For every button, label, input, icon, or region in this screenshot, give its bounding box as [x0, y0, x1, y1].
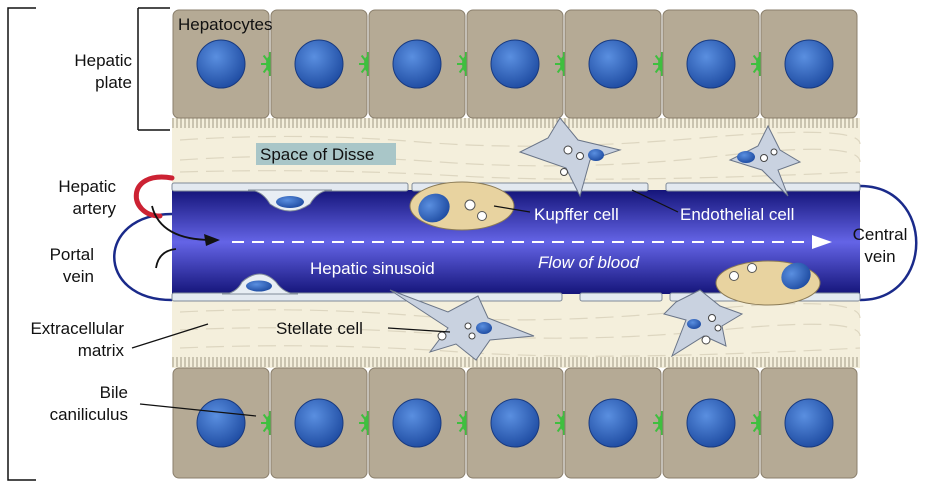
- endothelial-cell-label: Endothelial cell: [680, 205, 794, 224]
- kupffer-cell-label: Kupffer cell: [534, 205, 619, 224]
- kupffer-cell-1: [409, 181, 515, 231]
- top-hepatocyte-nucleus: [490, 39, 540, 89]
- hepatic-artery-label-2: artery: [73, 199, 117, 218]
- stellate-cell-bottom-2: [663, 289, 744, 358]
- portal-vein-label-1: Portal: [50, 245, 94, 264]
- stellate-cell-label: Stellate cell: [276, 319, 363, 338]
- stellate-cell-bottom-1: [389, 289, 535, 361]
- bottom-hepatocyte-nucleus: [784, 398, 834, 448]
- central-vein-outline: [859, 184, 918, 302]
- endothelial-nucleus-top: [276, 196, 304, 208]
- bottom-hepatocyte-nucleus: [392, 398, 442, 448]
- top-hepatocyte-nucleus: [588, 39, 638, 89]
- central-vein-label-2: vein: [864, 247, 895, 266]
- artery-inflow-arrow: [151, 205, 213, 241]
- bile-canaliculus-label-2: caniliculus: [50, 405, 128, 424]
- bottom-hepatocyte-nucleus: [196, 398, 246, 448]
- hepatocyte-row-bottom: [172, 367, 858, 479]
- top-hepatocyte-nucleus: [686, 39, 736, 89]
- extracellular-matrix-label-1: Extracellular: [30, 319, 124, 338]
- stellate-cell-top-2: [728, 124, 802, 197]
- artery-inflow-arrowhead: [204, 234, 220, 246]
- kupffer-cell-2: [715, 260, 821, 306]
- hepatic-plate-label-1: Hepatic: [74, 51, 132, 70]
- flow-arrowhead: [812, 235, 832, 249]
- hepatocytes-label: Hepatocytes: [178, 15, 273, 34]
- central-vein-label-1: Central: [853, 225, 908, 244]
- hepatic-plate-label-2: plate: [95, 73, 132, 92]
- top-hepatocyte-nucleus: [784, 39, 834, 89]
- bottom-hepatocyte-nucleus: [294, 398, 344, 448]
- bottom-hepatocyte-nucleus: [686, 398, 736, 448]
- space-of-disse-label-bg: [256, 143, 396, 165]
- stellate-cell-top-1: [518, 117, 622, 198]
- space-of-disse-label: Space of Disse: [260, 145, 374, 164]
- hepatic-artery-label-1: Hepatic: [58, 177, 116, 196]
- flow-of-blood-label: Flow of blood: [538, 253, 640, 272]
- lobule-bracket: [7, 7, 36, 481]
- bottom-hepatocyte-nucleus: [588, 398, 638, 448]
- top-hepatocyte-nucleus: [196, 39, 246, 89]
- portal-vein-label-2: vein: [63, 267, 94, 286]
- top-hepatocyte-nucleus: [392, 39, 442, 89]
- extracellular-matrix-label-2: matrix: [78, 341, 125, 360]
- endothelial-nucleus-bottom: [246, 280, 272, 292]
- hepatic-sinusoid-label: Hepatic sinusoid: [310, 259, 435, 278]
- microvilli-bottom: [172, 357, 860, 367]
- portal-vein-outline: [113, 212, 173, 302]
- bile-canaliculus-label-1: Bile: [100, 383, 128, 402]
- hepatic-artery-outline: [133, 174, 175, 219]
- bottom-hepatocyte-nucleus: [490, 398, 540, 448]
- hepatocyte-row-top: [172, 9, 858, 119]
- microvilli-top: [172, 118, 860, 128]
- vein-inflow-arrow: [155, 248, 177, 269]
- top-hepatocyte-nucleus: [294, 39, 344, 89]
- leader-lines: [131, 189, 679, 417]
- hepatic-plate-bracket: [137, 7, 170, 131]
